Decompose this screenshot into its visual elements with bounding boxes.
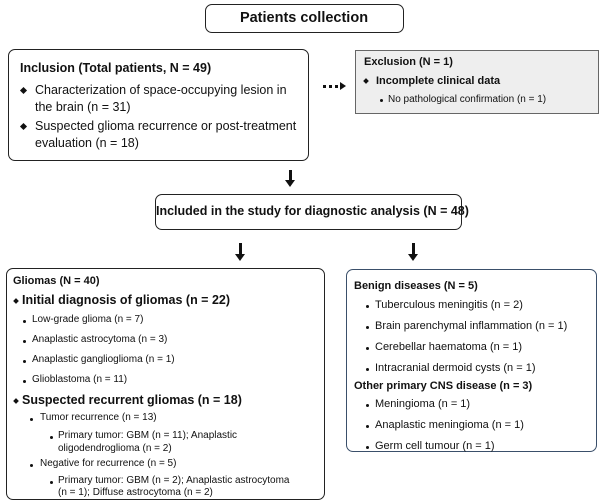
benign-item-1: Tuberculous meningitis (n = 2) <box>375 299 523 311</box>
gliomas-box: Gliomas (N = 40) Initial diagnosis of gl… <box>6 268 325 500</box>
negative-recurrence-line-2: (n = 1); Diffuse astrocytoma (n = 2) <box>58 487 213 498</box>
inclusion-item-1-line-1: Characterization of space-occupying lesi… <box>35 83 287 97</box>
tumor-recurrence-line-2: oligodendroglioma (n = 2) <box>58 443 172 454</box>
patients-collection-title: Patients collection <box>239 10 369 26</box>
tumor-recurrence-label: Tumor recurrence (n = 13) <box>40 412 157 423</box>
exclusion-dotted-arrow <box>323 82 347 92</box>
benign-box: Benign diseases (N = 5) Tuberculous meni… <box>346 269 597 452</box>
initial-item-4: Glioblastoma (n = 11) <box>32 374 128 385</box>
bullet-dot-icon <box>23 320 26 323</box>
bullet-diamond-icon <box>19 122 28 131</box>
inclusion-title: Inclusion (Total patients, N = 49) <box>20 61 212 75</box>
exclusion-title: Exclusion (N = 1) <box>364 56 453 68</box>
bullet-dot-icon <box>366 404 369 407</box>
benign-title: Benign diseases (N = 5) <box>354 280 478 292</box>
bullet-diamond-icon <box>13 398 19 404</box>
other-item-3: Germ cell tumour (n = 1) <box>375 440 495 452</box>
bullet-dot-icon <box>50 481 53 484</box>
arrow-down-icon <box>285 170 296 187</box>
other-item-1: Meningioma (n = 1) <box>375 398 471 410</box>
patients-collection-box: Patients collection <box>205 4 404 33</box>
bullet-diamond-icon <box>19 86 28 95</box>
bullet-dot-icon <box>23 340 26 343</box>
exclusion-item: Incomplete clinical data <box>376 75 501 87</box>
other-item-2: Anaplastic meningioma (n = 1) <box>375 419 524 431</box>
benign-item-2: Brain parenchymal inflammation (n = 1) <box>375 320 568 332</box>
initial-item-1: Low-grade glioma (n = 7) <box>32 314 144 325</box>
exclusion-subitem: No pathological confirmation (n = 1) <box>388 94 547 105</box>
bullet-dot-icon <box>50 436 53 439</box>
bullet-dot-icon <box>30 464 33 467</box>
exclusion-box: Exclusion (N = 1) Incomplete clinical da… <box>355 50 599 114</box>
inclusion-item-1-line-2: the brain (n = 31) <box>35 100 131 114</box>
inclusion-item-2-line-2: evaluation (n = 18) <box>35 136 139 150</box>
gliomas-title: Gliomas (N = 40) <box>13 275 100 287</box>
bullet-dot-icon <box>366 305 369 308</box>
initial-diagnosis-title: Initial diagnosis of gliomas (n = 22) <box>22 293 231 307</box>
bullet-dot-icon <box>380 99 383 102</box>
arrow-down-icon <box>235 243 246 261</box>
tumor-recurrence-line-1: Primary tumor: GBM (n = 11); Anaplastic <box>58 430 238 441</box>
bullet-dot-icon <box>366 446 369 449</box>
bullet-dot-icon <box>366 347 369 350</box>
bullet-dot-icon <box>366 368 369 371</box>
bullet-diamond-icon <box>363 78 369 84</box>
benign-item-3: Cerebellar haematoma (n = 1) <box>375 341 523 353</box>
bullet-dot-icon <box>23 380 26 383</box>
inclusion-box: Inclusion (Total patients, N = 49) Chara… <box>8 49 309 161</box>
recurrent-title: Suspected recurrent gliomas (n = 18) <box>22 393 242 407</box>
included-title: Included in the study for diagnostic ana… <box>156 204 469 218</box>
negative-recurrence-label: Negative for recurrence (n = 5) <box>40 458 177 469</box>
inclusion-item-2-line-1: Suspected glioma recurrence or post-trea… <box>35 119 297 133</box>
bullet-dot-icon <box>366 425 369 428</box>
bullet-dot-icon <box>366 326 369 329</box>
included-box: Included in the study for diagnostic ana… <box>155 194 469 230</box>
bullet-diamond-icon <box>13 298 19 304</box>
arrow-down-icon <box>408 243 419 261</box>
bullet-dot-icon <box>30 418 33 421</box>
initial-item-2: Anaplastic astrocytoma (n = 3) <box>32 334 168 345</box>
other-cns-title: Other primary CNS disease (n = 3) <box>354 380 533 392</box>
negative-recurrence-line-1: Primary tumor: GBM (n = 2); Anaplastic a… <box>58 475 290 486</box>
initial-item-3: Anaplastic ganglioglioma (n = 1) <box>32 354 175 365</box>
benign-item-4: Intracranial dermoid cysts (n = 1) <box>375 362 536 374</box>
bullet-dot-icon <box>23 360 26 363</box>
